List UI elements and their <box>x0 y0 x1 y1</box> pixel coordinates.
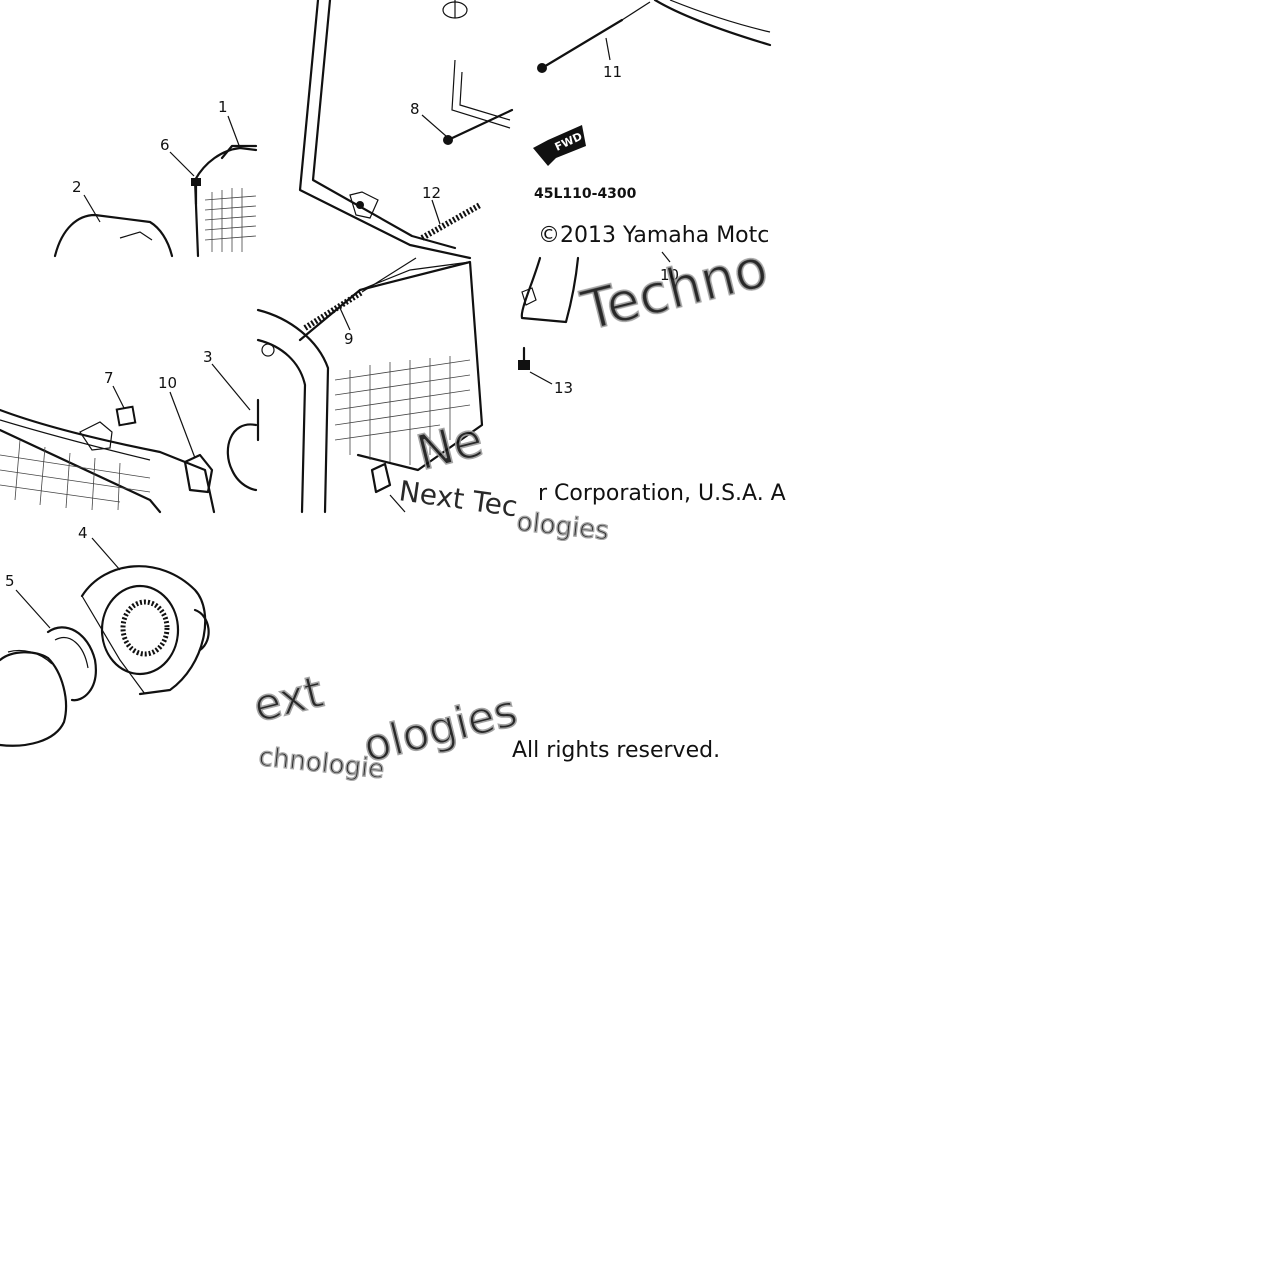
svg-text:ext: ext <box>248 666 328 732</box>
fwd-arrow-icon: FWD <box>533 125 586 166</box>
callout-8: 8 <box>410 100 447 137</box>
svg-text:ologies: ologies <box>515 507 610 546</box>
tile-middle-right: r Corporation, U.S.A. A <box>518 256 786 506</box>
callout-labels: 1 2 3 4 5 6 7 8 9 10 10 11 12 13 <box>5 37 679 629</box>
svg-text:3: 3 <box>203 348 213 366</box>
callout-11: 11 <box>603 37 622 81</box>
callout-3: 3 <box>203 348 251 411</box>
callout-10b: 10 <box>660 251 679 284</box>
callout-5: 5 <box>5 572 51 629</box>
tile-bulb-socket <box>0 565 210 747</box>
svg-text:7: 7 <box>104 369 114 387</box>
svg-text:2: 2 <box>72 178 82 196</box>
callout-9: 9 <box>339 307 354 348</box>
svg-text:11: 11 <box>603 63 622 81</box>
svg-text:4: 4 <box>78 524 88 542</box>
svg-text:chnologie: chnologie <box>257 742 385 785</box>
tile-top-right: FWD 45L110-4300 ©2013 Yamaha Motc <box>533 0 772 248</box>
callout-4: 4 <box>78 524 121 571</box>
callout-12: 12 <box>422 184 441 225</box>
svg-text:Techno: Techno <box>575 236 774 343</box>
tile-headlight-housing <box>298 0 514 260</box>
callout-6: 6 <box>160 136 195 177</box>
svg-text:1: 1 <box>218 98 228 116</box>
callout-2: 2 <box>72 178 101 223</box>
tile-reflector-assembly <box>0 405 258 514</box>
svg-text:10: 10 <box>158 374 177 392</box>
tile-bottom-text: All rights reserved. <box>512 738 720 763</box>
svg-text:5: 5 <box>5 572 15 590</box>
callout-1: 1 <box>218 98 241 149</box>
svg-text:10: 10 <box>660 266 679 284</box>
svg-text:9: 9 <box>344 330 354 348</box>
copyright-line-3: All rights reserved. <box>512 738 720 763</box>
callout-7: 7 <box>104 369 125 409</box>
svg-text:6: 6 <box>160 136 170 154</box>
svg-text:Next Tec: Next Tec <box>397 474 520 523</box>
tile-headlight-center <box>256 257 484 514</box>
copyright-line-1: ©2013 Yamaha Motc <box>538 223 769 248</box>
part-code: 45L110-4300 <box>534 186 637 202</box>
svg-text:Ne: Ne <box>411 411 488 481</box>
copyright-line-2: r Corporation, U.S.A. A <box>538 481 786 506</box>
svg-text:8: 8 <box>410 100 420 118</box>
callout-10a: 10 <box>158 374 196 459</box>
svg-text:12: 12 <box>422 184 441 202</box>
callout-13: 13 <box>529 371 573 397</box>
svg-text:13: 13 <box>554 379 573 397</box>
tile-headlight-body <box>53 144 258 258</box>
